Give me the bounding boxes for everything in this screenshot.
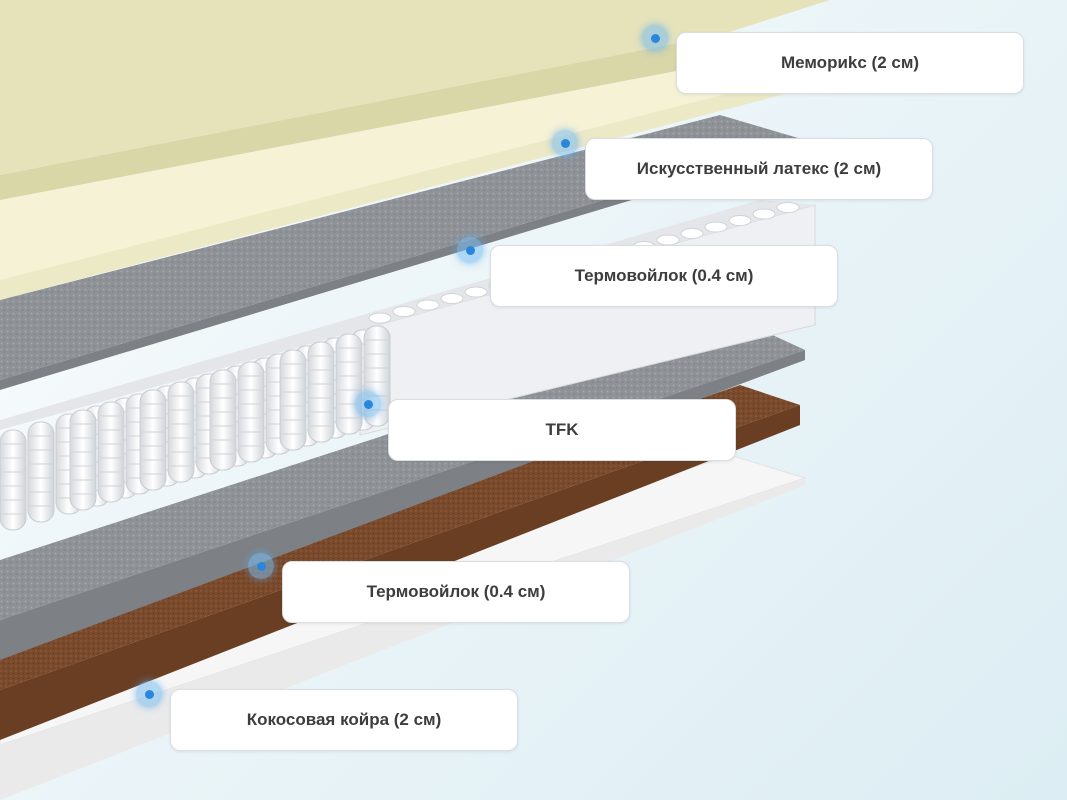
spring-top bbox=[704, 221, 728, 233]
spring-coil bbox=[0, 429, 27, 531]
spring-coil bbox=[97, 401, 125, 503]
lower-felt-top bbox=[0, 320, 805, 620]
marker-dot-icon bbox=[560, 138, 570, 148]
marker-tfk bbox=[355, 391, 381, 417]
marker-felt-upper bbox=[457, 237, 483, 263]
spring-coil bbox=[237, 361, 265, 463]
layer-label-memory-foam: Мемориkс (2 см) bbox=[676, 32, 1024, 94]
marker-dot-icon bbox=[363, 399, 373, 409]
latex-front bbox=[0, 75, 800, 300]
layer-label-coir: Кокосовая койра (2 см) bbox=[170, 689, 518, 751]
coir-top bbox=[0, 385, 800, 690]
spring-coil bbox=[209, 369, 237, 471]
spring-top bbox=[416, 299, 440, 311]
spring-coil bbox=[27, 421, 55, 523]
spring-top bbox=[656, 234, 680, 246]
spring-coil bbox=[335, 333, 363, 435]
memory-foam-top bbox=[0, 0, 830, 175]
spring-top bbox=[680, 228, 704, 239]
marker-memory-foam bbox=[642, 25, 668, 51]
marker-coir bbox=[136, 681, 162, 707]
marker-dot-icon bbox=[144, 689, 154, 699]
marker-latex bbox=[552, 130, 578, 156]
spring-coil bbox=[279, 349, 307, 451]
spring-top bbox=[392, 306, 416, 317]
spring-top bbox=[368, 312, 392, 324]
spring-top bbox=[464, 286, 488, 298]
layer-label-felt-lower: Термовойлок (0.4 см) bbox=[282, 561, 630, 623]
spring-top bbox=[728, 215, 752, 226]
marker-dot-icon bbox=[465, 245, 475, 255]
layer-label-felt-upper: Термовойлок (0.4 см) bbox=[490, 245, 838, 307]
upper-felt-front bbox=[0, 140, 805, 390]
marker-dot-icon bbox=[650, 33, 660, 43]
marker-dot-icon bbox=[256, 561, 266, 571]
spring-top bbox=[440, 293, 464, 304]
spring-top bbox=[776, 202, 800, 213]
spring-coil bbox=[167, 381, 195, 483]
spring-coil bbox=[69, 409, 97, 511]
layer-label-latex: Искусственный латекс (2 см) bbox=[585, 138, 933, 200]
marker-felt-lower bbox=[248, 553, 274, 579]
spring-top bbox=[752, 208, 776, 220]
spring-coil bbox=[139, 389, 167, 491]
layer-label-tfk: TFK bbox=[388, 399, 736, 461]
memory-foam-front bbox=[0, 35, 760, 200]
spring-coil bbox=[307, 341, 335, 443]
